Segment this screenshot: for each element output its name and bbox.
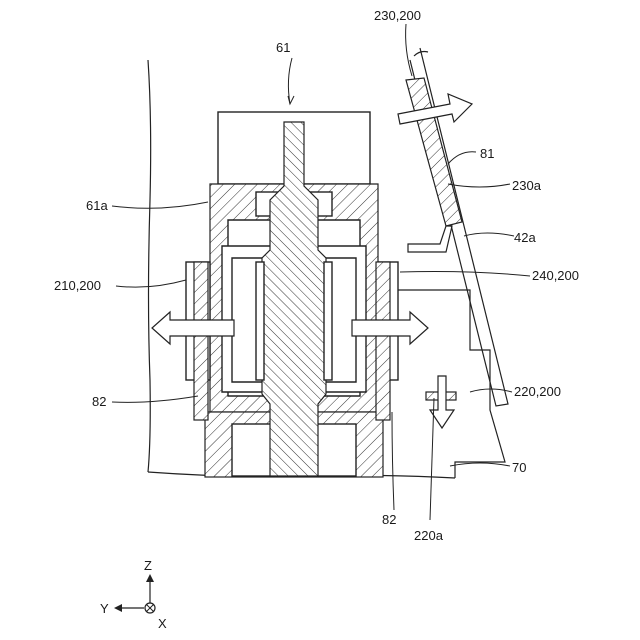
label-82-left: 82 xyxy=(92,394,106,409)
axis-label-z: Z xyxy=(144,558,152,573)
label-61a: 61a xyxy=(86,198,108,213)
label-220a: 220a xyxy=(414,528,444,543)
axis-label-x: X xyxy=(158,616,167,631)
label-230a: 230a xyxy=(512,178,542,193)
right-side-part xyxy=(376,262,398,420)
axis-indicator: Z Y X xyxy=(100,558,167,631)
label-70: 70 xyxy=(512,460,526,475)
label-240-200: 240,200 xyxy=(532,268,579,283)
label-210-200: 210,200 xyxy=(54,278,101,293)
label-61: 61 xyxy=(276,40,290,55)
axis-label-y: Y xyxy=(100,601,109,616)
label-230-200: 230,200 xyxy=(374,8,421,23)
label-220-200: 220,200 xyxy=(514,384,561,399)
label-42a: 42a xyxy=(514,230,536,245)
label-81: 81 xyxy=(480,146,494,161)
label-82-bottom: 82 xyxy=(382,512,396,527)
